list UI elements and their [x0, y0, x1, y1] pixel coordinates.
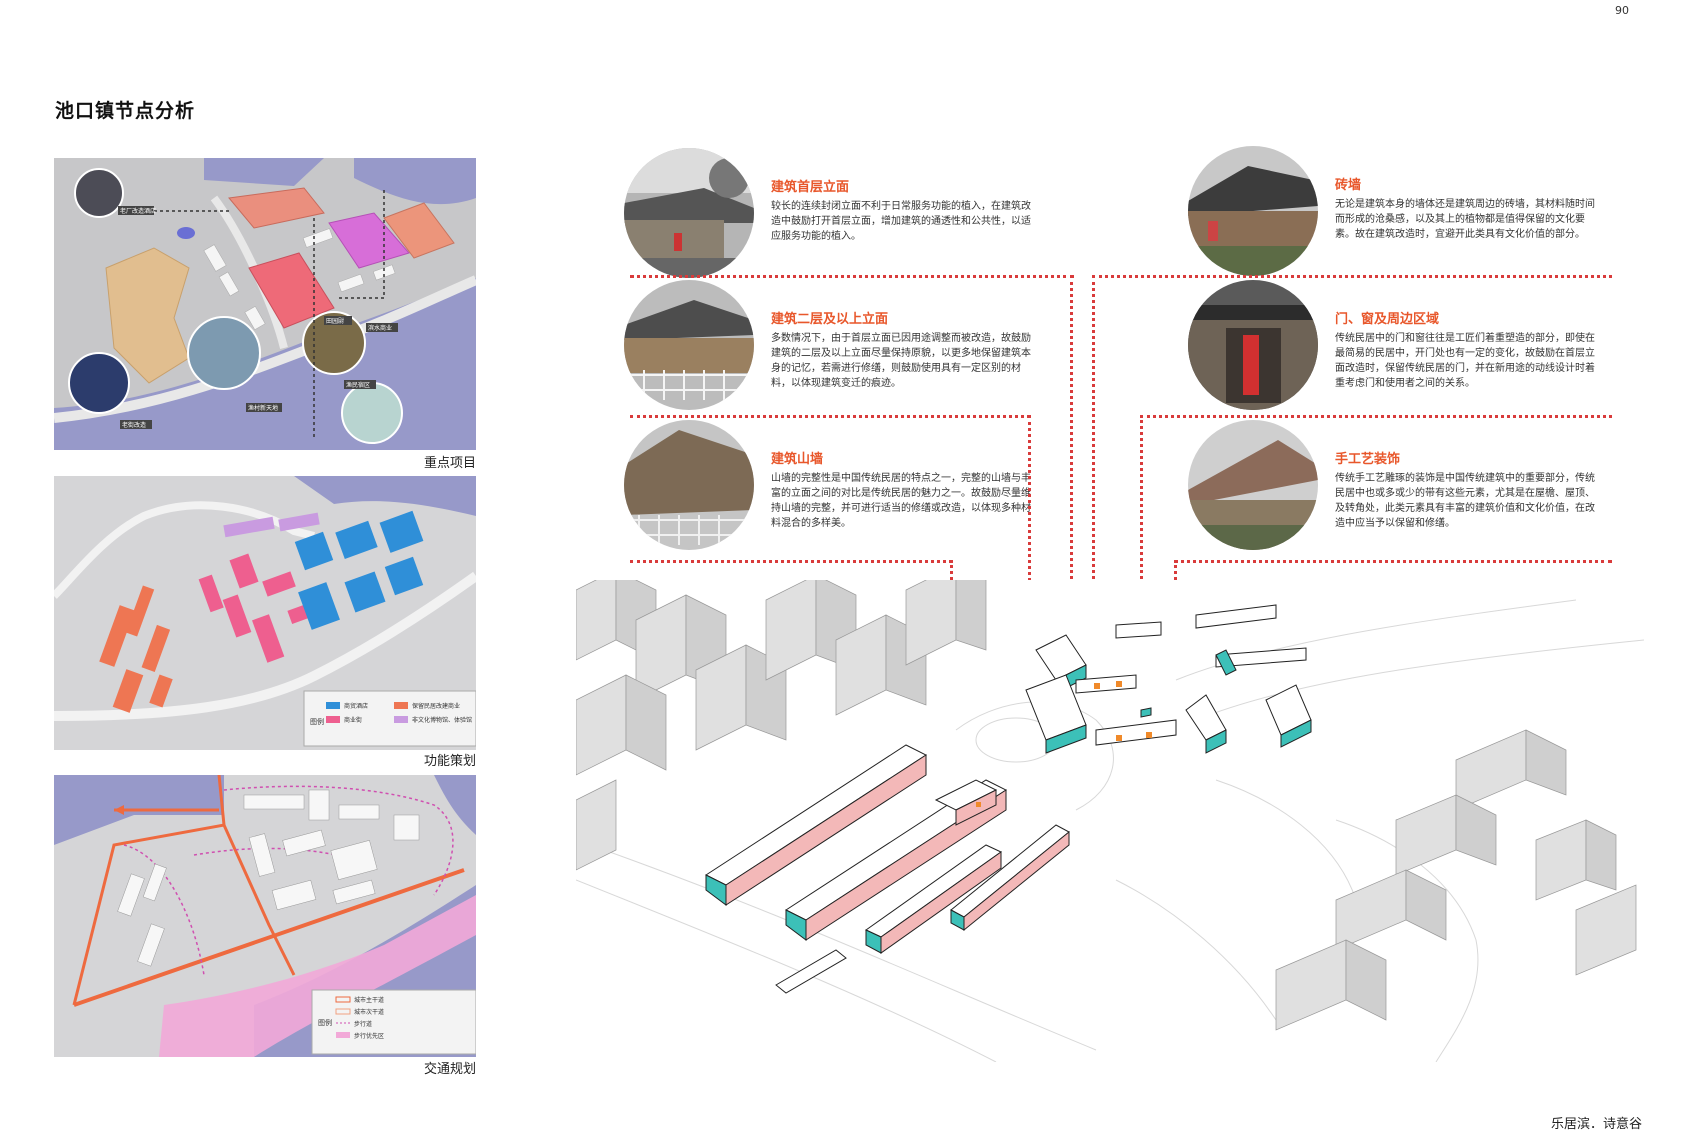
upper-facade-photo: [624, 280, 754, 410]
doors-windows-title: 门、窗及周边区域: [1335, 312, 1440, 327]
function-planning-caption: 功能策划: [423, 754, 476, 769]
footer-brand: 乐居滨．诗意谷: [1550, 1117, 1642, 1132]
traffic-legend-walkway: 步行道: [354, 1020, 372, 1028]
ground-facade-photo: [624, 148, 754, 278]
ground-facade-title: 建筑首层立面: [771, 180, 850, 195]
doors-windows-photo: [1188, 280, 1318, 410]
feature-craft-decoration: 手工艺装饰 传统手工艺雕琢的装饰是中国传统建筑中的重要部分，传统民居中也或多或少…: [1188, 420, 1648, 550]
label-old-street: 老街改造: [122, 421, 146, 429]
function-legend-hotel: 商贸酒店: [344, 702, 368, 710]
label-waterfront-commerce: 滨水商业: [368, 324, 392, 332]
brick-wall-desc: 无论是建筑本身的墙体还是建筑周边的砖墙，其材料随时间而形成的沧桑感，以及其上的植…: [1335, 199, 1595, 240]
craft-decoration-title: 手工艺装饰: [1335, 452, 1401, 467]
function-planning-panel: 图例 商贸酒店 保留民居改建商业 商业街 非文化博物馆、体验馆: [54, 476, 476, 750]
feature-doors-windows: 门、窗及周边区域 传统民居中的门和窗往往是工匠们着重塑造的部分，即使在最简易的民…: [1188, 280, 1648, 410]
axonometric-model: [576, 580, 1644, 1062]
divider-dots: [1174, 560, 1612, 563]
function-legend-commercial-street: 商业街: [344, 716, 362, 724]
traffic-legend-secondary-road: 城市次干道: [354, 1008, 384, 1016]
label-old-factory-hotel: 老厂改造酒店: [120, 207, 156, 215]
feature-gable-wall: 建筑山墙 山墙的完整性是中国传统民居的特点之一，完整的山墙与丰富的立面之间的对比…: [624, 420, 1084, 550]
traffic-legend-title: 图例: [318, 1018, 332, 1027]
gable-wall-desc: 山墙的完整性是中国传统民居的特点之一，完整的山墙与丰富的立面之间的对比是传统民居…: [771, 473, 1031, 529]
key-projects-map: 老厂改造酒店 田园尉 渔村新天地 渔民宿区 滨水商业 老街改造: [54, 158, 476, 450]
doors-windows-desc: 传统民居中的门和窗往往是工匠们着重塑造的部分，即使在最简易的民居中，开门处也有一…: [1335, 333, 1595, 389]
page-number: 90: [1615, 4, 1629, 17]
brick-wall-photo: [1188, 146, 1318, 276]
divider-dots: [1140, 415, 1612, 418]
upper-facade-desc: 多数情况下，由于首层立面已因用途调整而被改造，故鼓励建筑的二层及以上立面尽量保持…: [771, 333, 1031, 389]
divider-dots: [1140, 415, 1143, 675]
feature-ground-facade: 建筑首层立面 较长的连续封闭立面不利于日常服务功能的植入，在建筑改造中鼓励打开首…: [624, 148, 1084, 278]
ground-facade-desc: 较长的连续封闭立面不利于日常服务功能的植入，在建筑改造中鼓励打开首层立面，增加建…: [771, 201, 1031, 242]
traffic-planning-caption: 交通规划: [423, 1062, 476, 1077]
page-title: 池口镇节点分析: [55, 100, 196, 122]
brick-wall-title: 砖墙: [1335, 178, 1362, 193]
divider-dots: [1070, 275, 1073, 795]
key-projects-panel: 老厂改造酒店 田园尉 渔村新天地 渔民宿区 滨水商业 老街改造: [54, 158, 476, 450]
traffic-legend-pedestrian-zone: 步行优先区: [354, 1032, 384, 1040]
feature-brick-wall: 砖墙 无论是建筑本身的墙体还是建筑周边的砖墙，其材料随时间而形成的沧桑感，以及其…: [1188, 146, 1648, 276]
upper-facade-title: 建筑二层及以上立面: [771, 312, 889, 327]
function-legend-museum: 非文化博物馆、体验馆: [412, 716, 472, 724]
traffic-legend-main-road: 城市主干道: [354, 996, 384, 1004]
gable-wall-title: 建筑山墙: [771, 452, 824, 467]
gable-wall-photo: [624, 420, 754, 550]
divider-dots: [1092, 275, 1095, 735]
feature-upper-facade: 建筑二层及以上立面 多数情况下，由于首层立面已因用途调整而被改造，故鼓励建筑的二…: [624, 280, 1084, 410]
divider-dots: [630, 560, 952, 563]
label-fisher-lodging: 渔民宿区: [346, 381, 370, 389]
traffic-planning-panel: 图例 城市主干道 城市次干道 步行道 步行优先区: [54, 775, 476, 1057]
function-legend-retained-residence: 保留民居改建商业: [412, 702, 460, 710]
function-planning-map: 图例 商贸酒店 保留民居改建商业 商业街 非文化博物馆、体验馆: [54, 476, 476, 750]
divider-dots: [1092, 275, 1612, 278]
craft-decoration-desc: 传统手工艺雕琢的装饰是中国传统建筑中的重要部分，传统民居中也或多或少的带有这些元…: [1335, 473, 1595, 529]
key-projects-caption: 重点项目: [423, 456, 476, 471]
divider-dots: [630, 415, 1030, 418]
traffic-planning-map: 图例 城市主干道 城市次干道 步行道 步行优先区: [54, 775, 476, 1057]
function-legend-title: 图例: [310, 717, 324, 726]
label-fishing-village: 渔村新天地: [248, 404, 278, 412]
label-tianyuanwei: 田园尉: [326, 317, 344, 325]
divider-dots: [630, 275, 1074, 278]
craft-decoration-photo: [1188, 420, 1318, 550]
